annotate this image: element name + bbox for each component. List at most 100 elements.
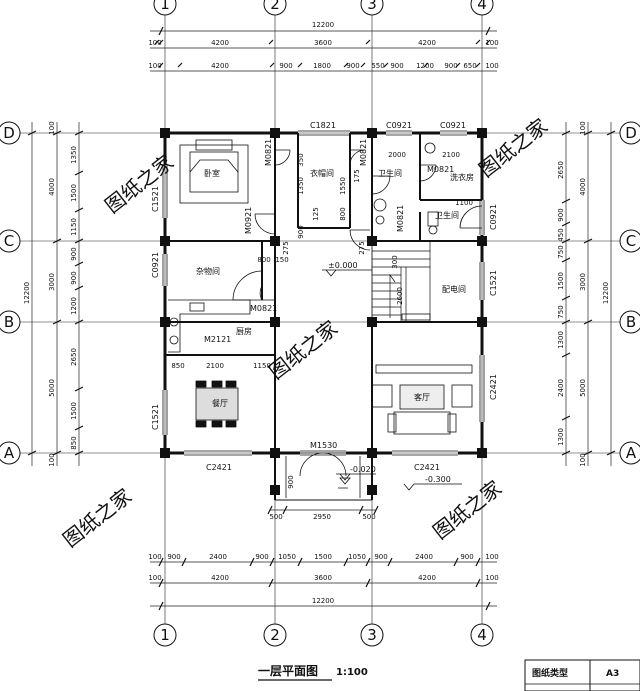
dim-top-row2-1: 4200 bbox=[211, 62, 229, 70]
room-label-kitchen: 厨房 bbox=[236, 326, 252, 336]
dim-misc-7: 2000 bbox=[388, 151, 406, 159]
dim-bottom-row2-3: 4200 bbox=[418, 574, 436, 582]
dimension-text-right: 12200 100 4000 3000 5000 100 2650 900 45… bbox=[557, 121, 610, 466]
grid-label-row-a-right: A bbox=[626, 444, 637, 462]
code-m0821a: M0821 bbox=[427, 165, 454, 174]
room-label-bathroom2: 卫生间 bbox=[435, 210, 459, 220]
dim-bottom-total: 12200 bbox=[312, 597, 334, 605]
watermark-2: 图纸之家 bbox=[474, 114, 552, 182]
dim-bottom-row1-2: 2400 bbox=[209, 553, 227, 561]
dimension-lines bbox=[31, 30, 612, 607]
dim-right-span-0: 100 bbox=[579, 121, 587, 134]
watermark-1: 图纸之家 bbox=[100, 150, 178, 218]
dim-top-row2-10: 100 bbox=[485, 62, 498, 70]
dim-right-span-3: 5000 bbox=[579, 379, 587, 397]
grid-label-row-a-left: A bbox=[4, 444, 15, 462]
dim-misc-4: 175 bbox=[353, 169, 361, 182]
dim-left-total: 12200 bbox=[23, 282, 31, 304]
dim-bottom-row1-5: 1500 bbox=[314, 553, 332, 561]
dim-right-detail-6: 1300 bbox=[557, 331, 565, 349]
watermark-4: 图纸之家 bbox=[58, 484, 136, 552]
dimension-text-bottom: 100 900 2400 900 1050 1500 1050 900 2400… bbox=[148, 553, 498, 605]
dim-right-detail-5: 750 bbox=[557, 305, 565, 318]
dim-top-row1-4: 100 bbox=[485, 39, 498, 47]
grid-label-row-c-left: C bbox=[4, 232, 14, 250]
dim-top-row2-9: 650 bbox=[463, 62, 476, 70]
room-label-dining: 餐厅 bbox=[212, 399, 228, 408]
dim-storage-0: 800 bbox=[257, 256, 270, 264]
dim-top-row2-7: 1200 bbox=[416, 62, 434, 70]
dim-porch-depth: 900 bbox=[287, 475, 295, 488]
dim-misc-12: 900 bbox=[297, 225, 305, 238]
room-label-laundry: 洗衣房 bbox=[450, 172, 474, 182]
level-marks bbox=[322, 269, 462, 491]
code-c2421b: C2421 bbox=[414, 463, 440, 472]
dim-right-total: 12200 bbox=[602, 282, 610, 304]
grid-label-row-c-right: C bbox=[626, 232, 636, 250]
watermarks: 图纸之家 图纸之家 图纸之家 图纸之家 图纸之家 bbox=[58, 114, 552, 552]
dim-misc-16: 275 bbox=[358, 241, 366, 254]
dim-kitchen-2: 1150 bbox=[253, 362, 271, 370]
watermark-5: 图纸之家 bbox=[428, 476, 506, 544]
dim-right-span-1: 4000 bbox=[579, 178, 587, 196]
dim-kitchen-1: 2100 bbox=[206, 362, 224, 370]
grid-labels: 1 2 3 4 1 2 3 4 D C B A D C B A bbox=[3, 0, 637, 644]
dim-left-detail-0: 1350 bbox=[70, 146, 78, 164]
dim-left-detail-5: 1200 bbox=[70, 297, 78, 315]
dim-bottom-row2-1: 4200 bbox=[211, 574, 229, 582]
dimension-text-left: 12200 100 4000 3000 5000 100 1350 1500 1… bbox=[23, 121, 78, 466]
dim-misc-5: 1100 bbox=[455, 199, 473, 207]
room-label-bathroom1: 卫生间 bbox=[378, 168, 402, 178]
code-c0921b: C0921 bbox=[440, 121, 466, 130]
dim-bottom-row1-6: 1050 bbox=[348, 553, 366, 561]
dim-storage-1: 150 bbox=[275, 256, 288, 264]
room-labels: 卧室 衣帽间 卫生间 洗衣房 卫生间 杂物间 厨房 餐厅 客厅 配电间 bbox=[196, 168, 474, 408]
dim-top-row2-2: 900 bbox=[279, 62, 292, 70]
dim-bottom-row1-4: 1050 bbox=[278, 553, 296, 561]
code-c0921d: C0921 bbox=[489, 204, 498, 230]
code-c1821: C1821 bbox=[310, 121, 336, 130]
code-c2421c: C2421 bbox=[489, 374, 498, 400]
dim-left-detail-4: 900 bbox=[70, 271, 78, 284]
grid-label-col-1-top: 1 bbox=[160, 0, 170, 13]
dim-porch-1: 2950 bbox=[313, 513, 331, 521]
dim-bottom-row2-2: 3600 bbox=[314, 574, 332, 582]
code-m0921: M0921 bbox=[244, 207, 253, 234]
dim-left-detail-8: 850 bbox=[70, 436, 78, 449]
drawing-scale-text: 1:100 bbox=[336, 667, 368, 678]
interior-walls bbox=[165, 133, 482, 453]
dim-left-span-0: 100 bbox=[48, 121, 56, 134]
level-porch: -0.020 bbox=[350, 465, 376, 474]
dim-bottom-row1-10: 100 bbox=[485, 553, 498, 561]
dim-stair-label: 2600 bbox=[396, 287, 404, 305]
room-label-equipment: 配电间 bbox=[442, 284, 466, 294]
grid-bubbles bbox=[0, 0, 640, 647]
dim-top-row2-3: 1800 bbox=[313, 62, 331, 70]
dim-top-row1-0: 100 bbox=[148, 39, 161, 47]
code-c1521b: C1521 bbox=[151, 404, 160, 430]
dim-porch-0: 500 bbox=[269, 513, 282, 521]
grid-label-col-2-top: 2 bbox=[270, 0, 280, 13]
grid-label-row-b-left: B bbox=[4, 313, 14, 331]
dim-bottom-row1-0: 100 bbox=[148, 553, 161, 561]
dim-right-detail-3: 750 bbox=[557, 245, 565, 258]
dim-left-detail-2: 1150 bbox=[70, 218, 78, 236]
interior-dimension-text: 850 2100 1150 800 150 500 2950 500 900 1… bbox=[171, 151, 473, 521]
level-text: ±0.000 -0.020 -0.300 bbox=[328, 261, 451, 484]
stairs bbox=[371, 240, 431, 323]
code-m0821b: M0821 bbox=[250, 304, 277, 313]
code-c1521a: C1521 bbox=[151, 186, 160, 212]
grid-label-col-1-bottom: 1 bbox=[160, 626, 170, 644]
dim-porch-2: 500 bbox=[362, 513, 375, 521]
drawing-title-text: 一层平面图 bbox=[258, 664, 318, 678]
dim-right-detail-4: 1500 bbox=[557, 272, 565, 290]
dim-bottom-row1-1: 900 bbox=[167, 553, 180, 561]
dim-top-total: 12200 bbox=[312, 21, 334, 29]
dim-top-row2-8: 900 bbox=[444, 62, 457, 70]
grid-label-col-4-top: 4 bbox=[477, 0, 487, 13]
dim-top-row2-5: 550 bbox=[371, 62, 384, 70]
dim-misc-3: 125 bbox=[312, 207, 320, 220]
dim-top-row2-4: 900 bbox=[346, 62, 359, 70]
dim-misc-15: 275 bbox=[282, 241, 290, 254]
dim-left-span-3: 5000 bbox=[48, 379, 56, 397]
